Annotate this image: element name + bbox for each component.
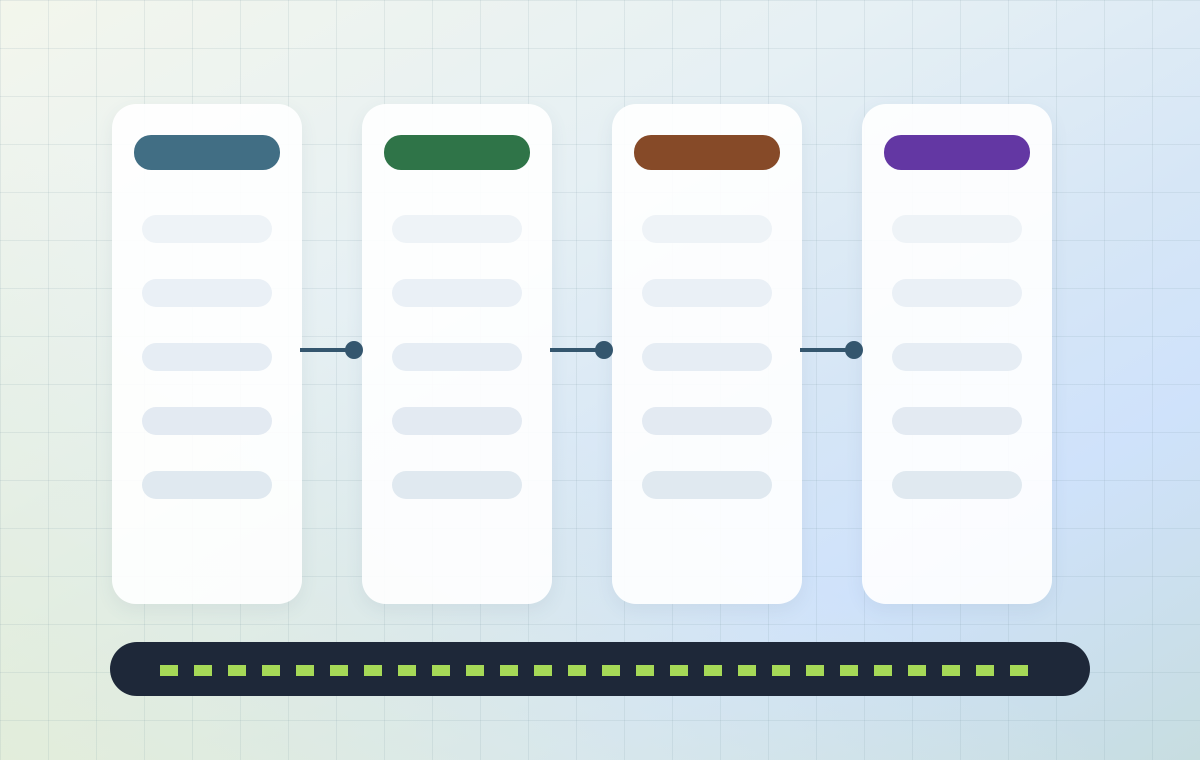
connector-dot (345, 341, 363, 359)
column-card (362, 104, 552, 604)
column-card (112, 104, 302, 604)
column-row-pill (642, 343, 772, 371)
column-row-pill (892, 343, 1022, 371)
connector-dot (595, 341, 613, 359)
column-row-pill (642, 279, 772, 307)
column-row-pill (392, 343, 522, 371)
column-row-pill (142, 471, 272, 499)
connector-line (550, 348, 606, 352)
status-segment (636, 665, 654, 676)
status-segment (738, 665, 756, 676)
column-row-pill (392, 407, 522, 435)
status-segment (296, 665, 314, 676)
status-segment (568, 665, 586, 676)
column-header-pill (634, 135, 780, 170)
status-segment (534, 665, 552, 676)
column-row-pill (392, 471, 522, 499)
status-segment (228, 665, 246, 676)
column-row-pill (142, 215, 272, 243)
status-segment (330, 665, 348, 676)
status-segment (874, 665, 892, 676)
status-segment (500, 665, 518, 676)
status-segment (670, 665, 688, 676)
status-segment (704, 665, 722, 676)
column-row-pill (142, 343, 272, 371)
column-row-pill (642, 407, 772, 435)
status-segment (840, 665, 858, 676)
column-row-pill (642, 471, 772, 499)
column-header-pill (134, 135, 280, 170)
status-segment (160, 665, 178, 676)
column-row-pill (892, 279, 1022, 307)
column-row-pill (642, 215, 772, 243)
status-segment (398, 665, 416, 676)
column-row-pill (142, 279, 272, 307)
status-segment (908, 665, 926, 676)
status-segment (772, 665, 790, 676)
column-row-pill (892, 407, 1022, 435)
column-card (612, 104, 802, 604)
column-header-pill (384, 135, 530, 170)
status-segment (432, 665, 450, 676)
status-segment (1010, 665, 1028, 676)
status-segment (976, 665, 994, 676)
column-row-pill (892, 215, 1022, 243)
column-row-pill (392, 279, 522, 307)
status-segment (194, 665, 212, 676)
status-segment (466, 665, 484, 676)
column-card (862, 104, 1052, 604)
status-segment (364, 665, 382, 676)
column-row-pill (392, 215, 522, 243)
status-segment (806, 665, 824, 676)
connector-dot (845, 341, 863, 359)
status-segment (602, 665, 620, 676)
column-header-pill (884, 135, 1030, 170)
status-segment (262, 665, 280, 676)
connector-line (300, 348, 356, 352)
column-row-pill (142, 407, 272, 435)
column-row-pill (892, 471, 1022, 499)
connector-line (800, 348, 856, 352)
status-segment (942, 665, 960, 676)
